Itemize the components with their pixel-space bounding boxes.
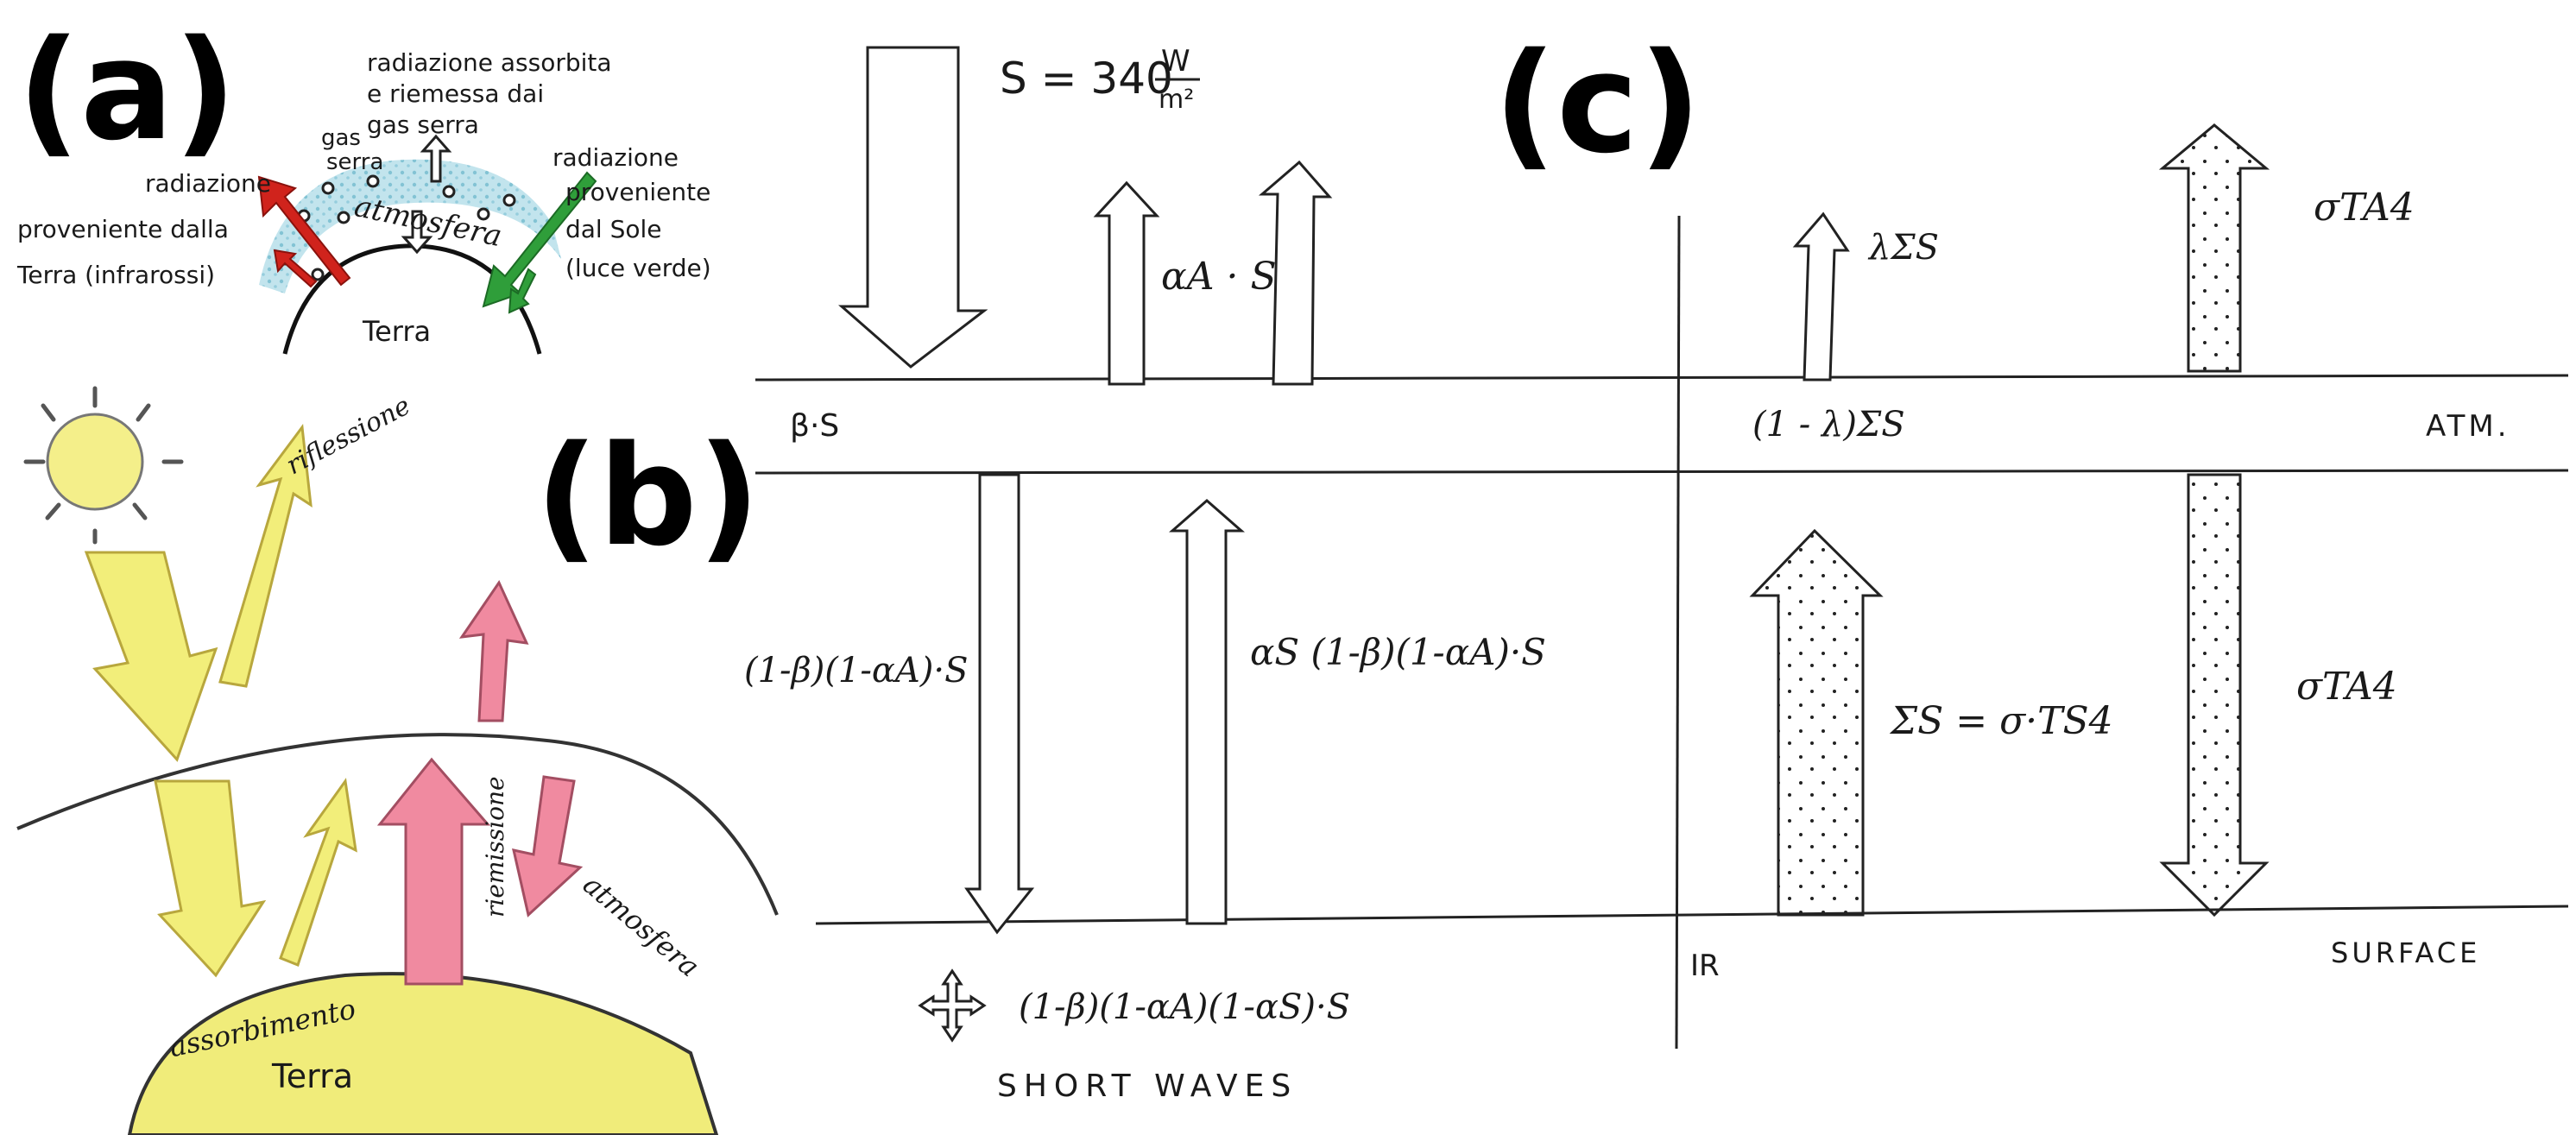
one-minus-lambda-label: (1 - λ)ΣS xyxy=(1752,405,1905,445)
transmitted-sun-arrow xyxy=(154,779,267,978)
surface-line xyxy=(815,905,2569,925)
transmitted-label: (1-β)(1-αA)·S xyxy=(744,651,969,690)
panel-label-b: (b) xyxy=(535,415,761,577)
earth-ir-arrow xyxy=(257,175,351,288)
sun-green-label-1: radiazione xyxy=(552,143,679,172)
surface-remaining-label: (1-β)(1-αA)(1-αS)·S xyxy=(1019,987,1350,1027)
surface-absorbed-label: αS (1-β)(1-αA)·S xyxy=(1250,631,1546,673)
short-waves-label: SHORT WAVES xyxy=(997,1069,1297,1104)
sigma-ta-down-label: σTA4 xyxy=(2296,665,2397,709)
alpha-a-s-label: αA · S xyxy=(1161,255,1277,299)
sigma-ta-down-arrow xyxy=(2159,473,2270,917)
gas-label-2: serra xyxy=(326,149,383,175)
reemitted-label-1: radiazione assorbita xyxy=(367,48,612,77)
atm-top-line xyxy=(754,374,2569,381)
panel-label-a: (a) xyxy=(17,9,237,171)
earth-label-b: Terra xyxy=(271,1057,353,1095)
reemit-down-arrow xyxy=(401,210,433,255)
atm-bottom-line xyxy=(754,469,2569,475)
reemitted-label-3: gas serra xyxy=(367,110,479,139)
back-radiation-arrow xyxy=(512,775,584,917)
ir-label: IR xyxy=(1690,949,1720,983)
sigma-s-label: ΣS = σ·TS4 xyxy=(1889,699,2113,743)
sigma-ta-up-arrow xyxy=(2158,123,2270,373)
reemission-label: riemissione xyxy=(481,776,509,917)
panel-b: (b) riflessione riemissione atmosfera as… xyxy=(16,386,779,1135)
reflect-arrow-1 xyxy=(1093,180,1160,386)
surface-reflection-arrow xyxy=(279,778,357,967)
scatter-icon xyxy=(918,968,987,1043)
sun-icon xyxy=(46,413,144,511)
earth-ir-label-2: proveniente dalla xyxy=(17,215,229,243)
earth-body-b xyxy=(127,972,719,1135)
sun-green-label-2: proveniente xyxy=(565,178,710,206)
incoming-s-arrow xyxy=(838,46,988,369)
reflect-arrow-2 xyxy=(1258,160,1333,386)
atmosphere-label-b: atmosfera xyxy=(577,867,705,983)
beta-s-label: β·S xyxy=(790,408,839,444)
atmosphere-band-a xyxy=(259,159,561,293)
sun-green-label-4: (luce verde) xyxy=(565,254,711,282)
earth-ir-label-3: Terra (infrarossi) xyxy=(16,261,215,289)
reemitted-label-2: e riemessa dai xyxy=(367,79,544,108)
surface-reflect-arrow xyxy=(1169,499,1245,925)
transmitted-down-arrow xyxy=(964,473,1035,935)
reflection-arrow xyxy=(218,424,313,688)
atmosphere-arc-b xyxy=(16,733,779,916)
sun-green-arrow xyxy=(482,171,597,314)
sun-rays xyxy=(23,386,184,545)
lambda-sigma-arrow xyxy=(1792,211,1850,381)
panel-label-c: (c) xyxy=(1493,22,1702,184)
reemit-up-arrow xyxy=(420,134,452,183)
surface-emission-arrow xyxy=(1749,528,1884,917)
atm-label: ATM. xyxy=(2426,409,2510,444)
s-unit-den: m² xyxy=(1159,85,1194,115)
sun-green-label-3: dal Sole xyxy=(565,215,662,243)
lambda-sigma-label: λΣS xyxy=(1867,228,1939,268)
reemission-arrow xyxy=(376,757,491,986)
surface-label: SURFACE xyxy=(2331,936,2480,969)
earth-label-a: Terra xyxy=(362,315,431,348)
s-value-label: S = 340 xyxy=(1000,54,1173,104)
ir-escape-arrow xyxy=(458,579,529,722)
gas-label-1: gas xyxy=(321,125,361,151)
panel-c: (c) S = 340 W m² αA · S β·S (1-β)(1-αA)· xyxy=(744,22,2569,1104)
sigma-ta-top-label: σTA4 xyxy=(2314,186,2415,230)
incoming-sun-arrow xyxy=(84,551,218,762)
s-unit-num: W xyxy=(1161,44,1190,79)
sw-ir-divider xyxy=(1675,215,1681,1050)
panel-a: (a) radiazione assorbita e riemessa dai … xyxy=(16,9,711,355)
earth-ir-label-1: radiazione xyxy=(145,169,271,198)
